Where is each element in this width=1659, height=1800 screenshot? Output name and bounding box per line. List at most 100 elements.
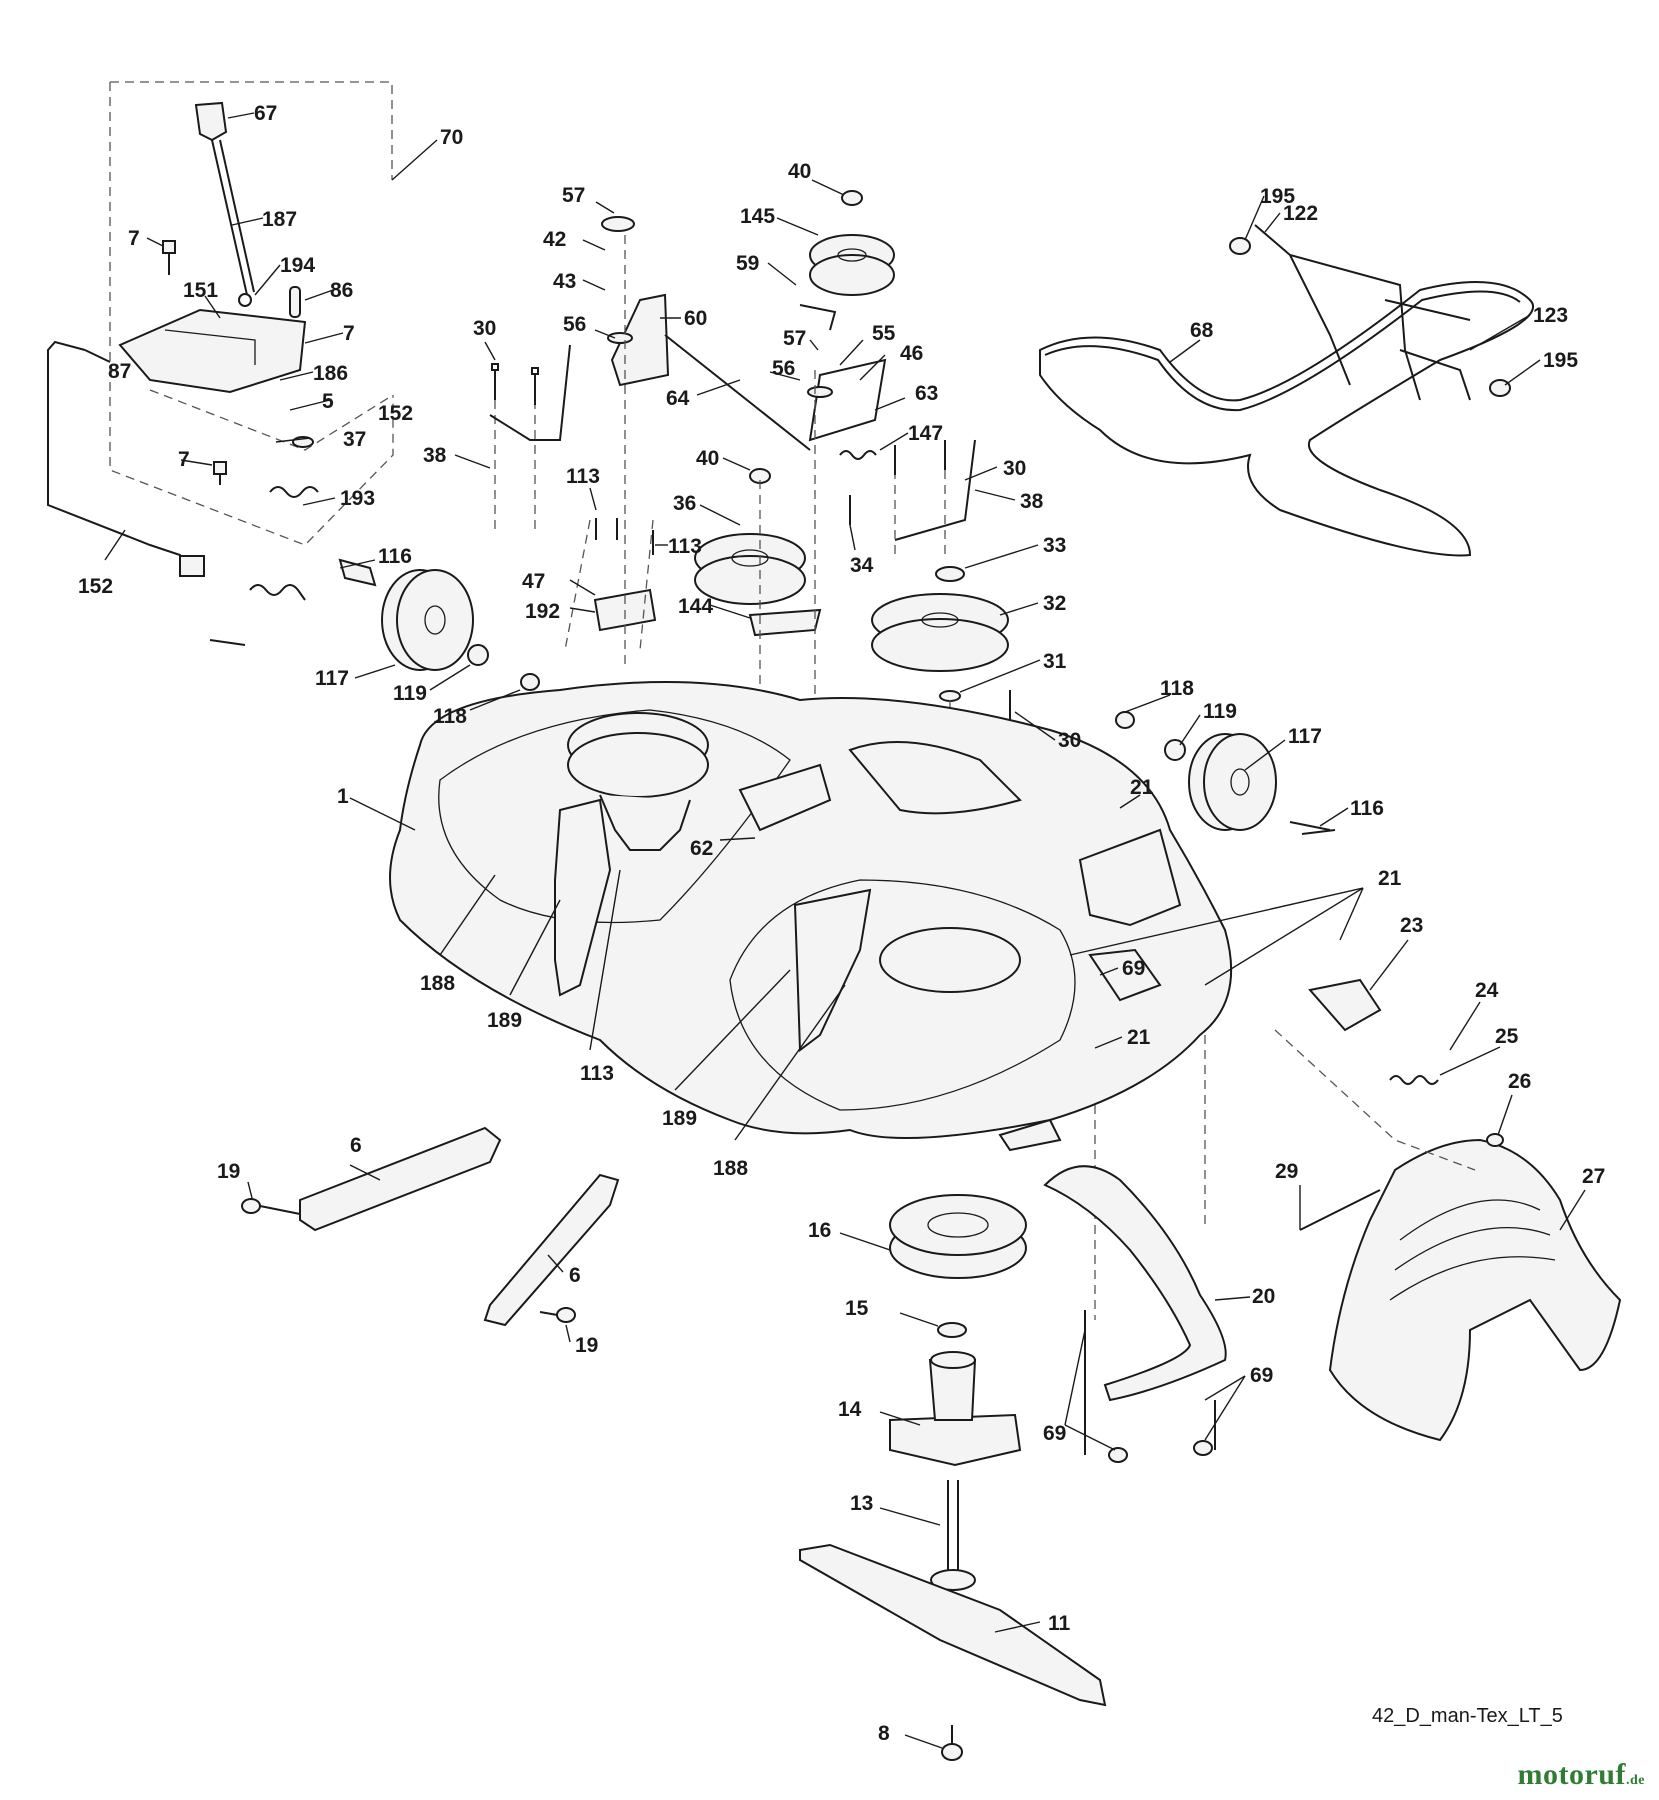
callout-34: 34 xyxy=(850,554,874,577)
callout-187: 187 xyxy=(262,208,297,231)
callout-194: 194 xyxy=(280,254,315,277)
callout-192: 192 xyxy=(525,600,560,623)
callout-145: 145 xyxy=(740,205,775,228)
callout-43: 43 xyxy=(553,270,576,293)
callout-56: 56 xyxy=(563,313,586,336)
callout-152: 152 xyxy=(78,575,113,598)
spindle-opening xyxy=(879,927,1021,993)
callout-116: 116 xyxy=(1350,797,1384,820)
callout-19: 19 xyxy=(575,1334,598,1357)
callout-57: 57 xyxy=(783,327,806,350)
callout-123: 123 xyxy=(1533,304,1568,327)
callout-151: 151 xyxy=(183,279,218,302)
deck-arm-lower xyxy=(483,1173,620,1327)
callout-122: 122 xyxy=(1283,202,1318,225)
callout-8: 8 xyxy=(878,1722,890,1745)
callout-6: 6 xyxy=(569,1264,581,1287)
lever-bracket xyxy=(118,308,307,394)
callout-189: 189 xyxy=(487,1009,522,1032)
callout-16: 16 xyxy=(808,1219,831,1242)
callout-leaders xyxy=(104,112,1586,1749)
callout-15: 15 xyxy=(845,1297,869,1320)
callout-193: 193 xyxy=(340,487,375,510)
callout-113: 113 xyxy=(580,1062,614,1085)
shift-lever-assembly xyxy=(109,81,394,546)
callout-189: 189 xyxy=(662,1107,697,1130)
callout-21: 21 xyxy=(1130,776,1154,799)
bracket-60 xyxy=(610,293,670,387)
watermark-brand: motoruf xyxy=(1517,1758,1626,1791)
blade xyxy=(799,1543,1107,1707)
callout-47: 47 xyxy=(522,570,545,593)
callout-144: 144 xyxy=(678,595,713,618)
callout-55: 55 xyxy=(872,322,896,345)
rod-29 xyxy=(1299,1189,1381,1231)
callout-195: 195 xyxy=(1260,185,1295,208)
watermark-tld: .de xyxy=(1626,1773,1645,1788)
callout-31: 31 xyxy=(1043,650,1067,673)
callout-5: 5 xyxy=(322,390,334,413)
callout-38: 38 xyxy=(423,444,447,467)
callout-7: 7 xyxy=(343,322,355,345)
spring xyxy=(269,486,319,498)
callout-188: 188 xyxy=(420,972,455,995)
callout-68: 68 xyxy=(1190,319,1214,342)
callout-30: 30 xyxy=(1058,729,1081,752)
gauge-wheel-right xyxy=(1115,711,1331,831)
callout-69: 69 xyxy=(1122,957,1145,980)
callout-63: 63 xyxy=(915,382,938,405)
callout-186: 186 xyxy=(313,362,348,385)
chute-bracket xyxy=(1308,978,1382,1032)
callout-119: 119 xyxy=(1203,700,1237,723)
callout-87: 87 xyxy=(108,360,131,383)
callout-67: 67 xyxy=(254,102,277,125)
callout-24: 24 xyxy=(1475,979,1499,1002)
callout-38: 38 xyxy=(1020,490,1044,513)
shift-knob xyxy=(194,101,228,142)
callout-62: 62 xyxy=(690,837,713,860)
callout-29: 29 xyxy=(1275,1160,1298,1183)
callout-117: 117 xyxy=(315,667,349,690)
callout-119: 119 xyxy=(393,682,427,705)
drawing-id: 42_D_man-Tex_LT_5 xyxy=(1372,1705,1563,1727)
callout-118: 118 xyxy=(433,705,467,728)
callout-25: 25 xyxy=(1495,1025,1519,1048)
callout-7: 7 xyxy=(178,448,190,471)
callout-40: 40 xyxy=(696,447,719,470)
lift-rod-left xyxy=(489,344,571,441)
callout-14: 14 xyxy=(838,1398,862,1421)
callout-64: 64 xyxy=(666,387,690,410)
callout-42: 42 xyxy=(543,228,566,251)
drive-belt xyxy=(1039,281,1535,557)
callout-30: 30 xyxy=(1003,457,1026,480)
baffle xyxy=(1043,1165,1227,1402)
callout-30: 30 xyxy=(473,317,496,340)
callout-113: 113 xyxy=(566,465,600,488)
callout-21: 21 xyxy=(1378,867,1402,890)
mower-deck xyxy=(389,681,1233,1152)
callout-60: 60 xyxy=(684,307,707,330)
callout-69: 69 xyxy=(1043,1422,1066,1445)
callout-19: 19 xyxy=(217,1160,240,1183)
callout-33: 33 xyxy=(1043,534,1066,557)
idler-pulley-assembly xyxy=(593,190,1009,702)
belt-guide xyxy=(1254,224,1421,401)
callout-59: 59 xyxy=(736,252,759,275)
callout-188: 188 xyxy=(713,1157,748,1180)
callout-40: 40 xyxy=(788,160,811,183)
pin xyxy=(289,286,301,318)
callout-113: 113 xyxy=(668,535,702,558)
deck-bracket-right xyxy=(793,888,872,1052)
blade-bolt xyxy=(941,1743,963,1761)
washer-15 xyxy=(937,1322,967,1338)
callout-27: 27 xyxy=(1582,1165,1605,1188)
cable-spring xyxy=(249,584,306,601)
deck-arm-upper xyxy=(299,1126,502,1232)
callout-86: 86 xyxy=(330,279,353,302)
callout-23: 23 xyxy=(1400,914,1423,937)
callout-7: 7 xyxy=(128,227,140,250)
callout-37: 37 xyxy=(343,428,366,451)
callout-70: 70 xyxy=(440,126,463,149)
